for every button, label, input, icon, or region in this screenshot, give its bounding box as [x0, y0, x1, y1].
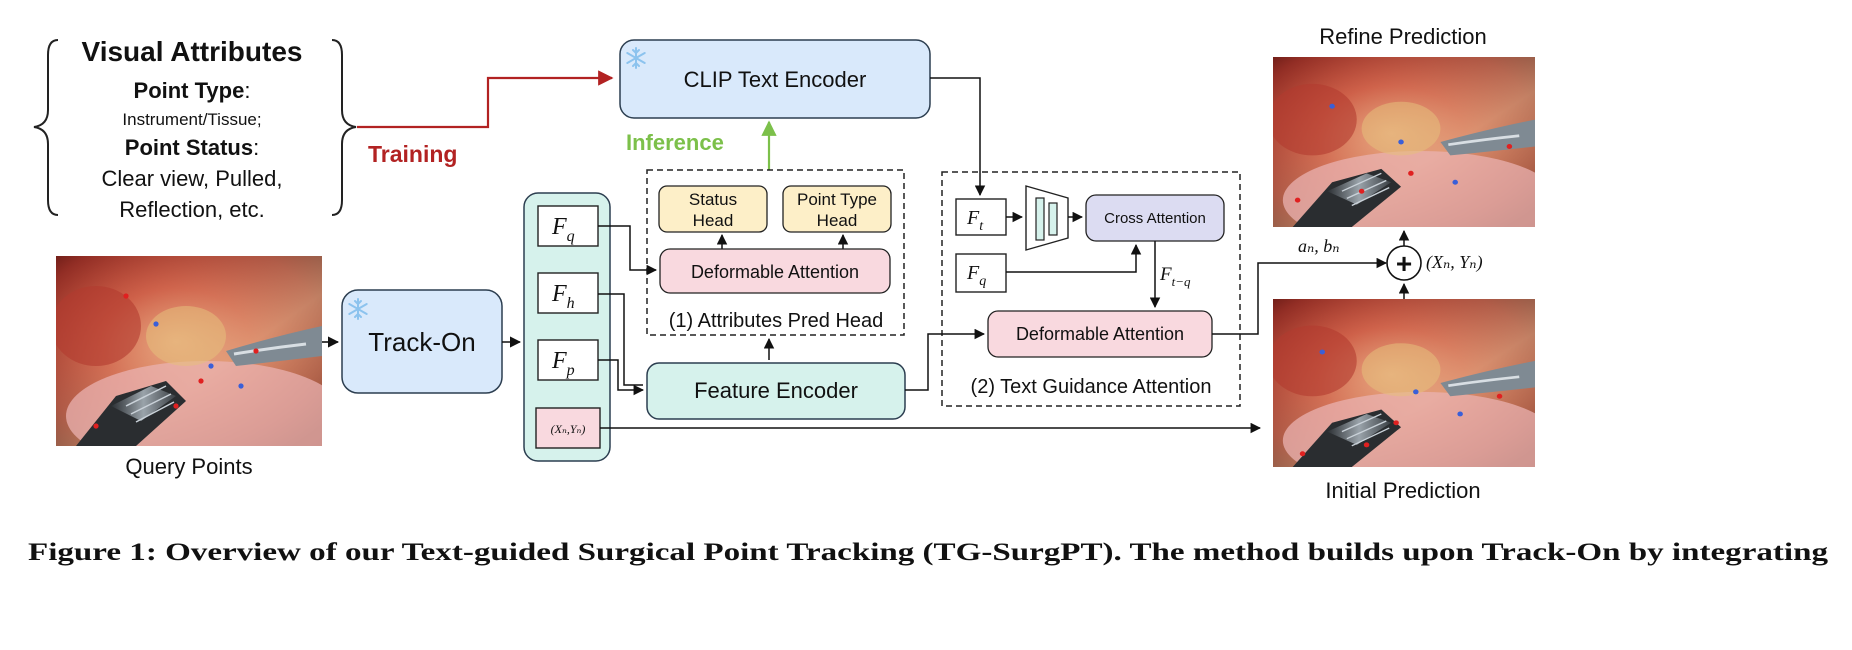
- status-head-line1: Status: [689, 190, 737, 209]
- text-guidance-caption: (2) Text Guidance Attention: [971, 376, 1212, 398]
- clip-text-encoder: CLIP Text Encoder: [619, 39, 931, 119]
- initial-point-markers: [1299, 349, 1503, 457]
- point-type-colon: :: [244, 78, 250, 103]
- projection-icon: [1025, 185, 1069, 251]
- point-status-line2: Reflection, etc.: [119, 197, 265, 222]
- query-point-markers: [93, 293, 259, 429]
- point-type-head: [782, 185, 892, 233]
- svg-text:Fp: Fp: [551, 348, 575, 379]
- training-arrow: [357, 70, 614, 129]
- point-status-colon: :: [253, 135, 259, 160]
- visual-attributes-title: Visual Attributes: [82, 36, 303, 67]
- feature-stack: Fq Fh Fp (Xₙ,Yₙ): [523, 192, 611, 462]
- cross-attention-label: Cross Attention: [1104, 210, 1206, 227]
- point-status-line1: Clear view, Pulled,: [102, 166, 283, 191]
- status-head: [658, 185, 768, 233]
- inference-label: Inference: [626, 130, 724, 155]
- figure-caption: Figure 1: Overview of our Text-guided Su…: [28, 539, 1829, 566]
- xn-yn-label: (Xₙ, Yₙ): [1426, 252, 1483, 273]
- point-type-head-line1: Point Type: [797, 190, 877, 209]
- feature-fh: Fh: [537, 272, 599, 314]
- initial-prediction: Initial Prediction: [1273, 299, 1535, 503]
- deformable-attention-2-label: Deformable Attention: [1016, 324, 1184, 344]
- training-label: Training: [368, 141, 457, 167]
- feature-fq: Fq: [537, 205, 599, 247]
- svg-text:(Xₙ,Yₙ): (Xₙ,Yₙ): [551, 422, 586, 436]
- svg-text:Fh: Fh: [551, 281, 575, 312]
- plus-symbol: +: [1396, 248, 1412, 279]
- point-type-label: Point Type: [134, 78, 245, 103]
- query-points-label: Query Points: [125, 454, 252, 479]
- track-on-label: Track-On: [368, 327, 475, 357]
- visual-attributes-block: Visual Attributes Point Type: Instrument…: [33, 36, 357, 222]
- attributes-head-caption: (1) Attributes Pred Head: [669, 310, 884, 332]
- arrow-fq-to-deformable: [598, 225, 658, 276]
- deformable-attention-1-label: Deformable Attention: [691, 262, 859, 282]
- ftq-label: Ft−q: [1159, 264, 1191, 289]
- fusion: aₙ, bₙ + (Xₙ, Yₙ): [1298, 229, 1483, 299]
- point-type-value: Instrument/Tissue;: [122, 110, 261, 129]
- refine-point-markers: [1294, 103, 1513, 203]
- feature-xy: (Xₙ,Yₙ): [535, 407, 601, 449]
- right-brace: [331, 39, 357, 216]
- svg-text:Fq: Fq: [966, 262, 986, 289]
- status-head-line2: Head: [693, 211, 734, 230]
- track-on-block: Track-On: [341, 289, 503, 394]
- point-status-label: Point Status: [125, 135, 253, 160]
- text-feature-ft: Ft: [955, 198, 1007, 236]
- attributes-pred-head: Status Head Point Type Head Deformable A…: [646, 169, 905, 336]
- svg-text:Ft: Ft: [966, 207, 984, 234]
- deformable-attention-1: [659, 248, 891, 294]
- feature-encoder-label: Feature Encoder: [694, 378, 858, 403]
- initial-prediction-label: Initial Prediction: [1325, 478, 1480, 503]
- svg-text:Point Status:: Point Status:: [125, 135, 259, 160]
- feature-fp: Fp: [537, 339, 599, 381]
- query-points-image: Query Points: [56, 256, 322, 479]
- clip-label: CLIP Text Encoder: [684, 67, 867, 92]
- svg-text:Point Type:: Point Type:: [134, 78, 251, 103]
- feature-encoder: Feature Encoder: [646, 362, 906, 420]
- left-brace: [33, 39, 59, 216]
- refine-prediction: Refine Prediction: [1273, 24, 1535, 227]
- svg-text:Fq: Fq: [551, 214, 575, 245]
- query-feature-fq: Fq: [955, 253, 1007, 293]
- text-guidance-attention: Ft Cross Attention Fq Ft−q Deformable At…: [941, 171, 1241, 407]
- refine-prediction-label: Refine Prediction: [1319, 24, 1487, 49]
- an-bn-label: aₙ, bₙ: [1298, 236, 1340, 256]
- point-type-head-line2: Head: [817, 211, 858, 230]
